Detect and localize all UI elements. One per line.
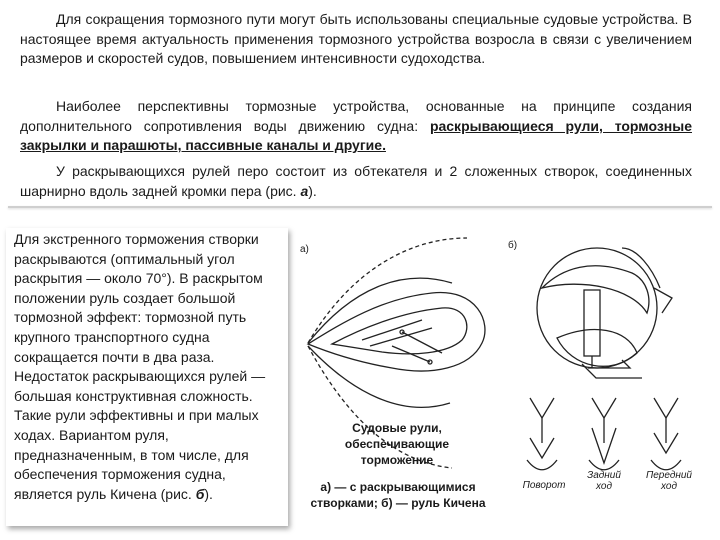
hand-diagram-reverse xyxy=(588,397,620,471)
devices-list-emphasis: раскрывающиеся рули, тормозные закрылки … xyxy=(20,117,692,154)
figure-caption-title: Судовые рули, обеспечивающие торможение xyxy=(344,421,450,467)
paragraph-intro: Для сокращения тормозного пути могут быт… xyxy=(20,11,692,67)
hand-diagram-turn xyxy=(526,397,558,471)
paragraph-devices: Наиболее перспективны тормозные устройст… xyxy=(20,97,692,156)
figure-label-a: а) xyxy=(300,244,309,255)
text-card-lead: Для экстренного торможения створки раскр… xyxy=(14,231,266,502)
figure-caption-desc: а) — с раскрывающимися створками; б) — р… xyxy=(310,480,486,510)
text-card-body: Для экстренного торможения створки раскр… xyxy=(14,230,282,504)
hand-label-reverse: Задний ход xyxy=(587,470,621,492)
paragraph-rudder-lead: У раскрывающихся рулей перо состоит из о… xyxy=(20,163,692,199)
text-card xyxy=(6,228,288,526)
paragraph-rudder: У раскрывающихся рулей перо состоит из о… xyxy=(20,162,692,201)
divider xyxy=(8,206,712,208)
paragraph-rudder-tail: ). xyxy=(308,182,317,199)
text-card-tail: ). xyxy=(204,485,213,502)
figure-label-b: б) xyxy=(508,240,518,251)
figure-ref-b: б xyxy=(195,485,205,502)
rudder-figure-b xyxy=(526,247,682,471)
hand-label-forward: Передний ход xyxy=(646,470,692,492)
paragraph-devices-lead: Наиболее перспективны тормозные устройст… xyxy=(20,98,692,134)
hand-label-turn: Поворот xyxy=(522,480,566,491)
rudder-figure xyxy=(306,237,682,471)
rudder-figure-a xyxy=(306,237,486,469)
hand-diagram-forward xyxy=(650,397,682,471)
figure-ref-a: а xyxy=(300,182,309,199)
